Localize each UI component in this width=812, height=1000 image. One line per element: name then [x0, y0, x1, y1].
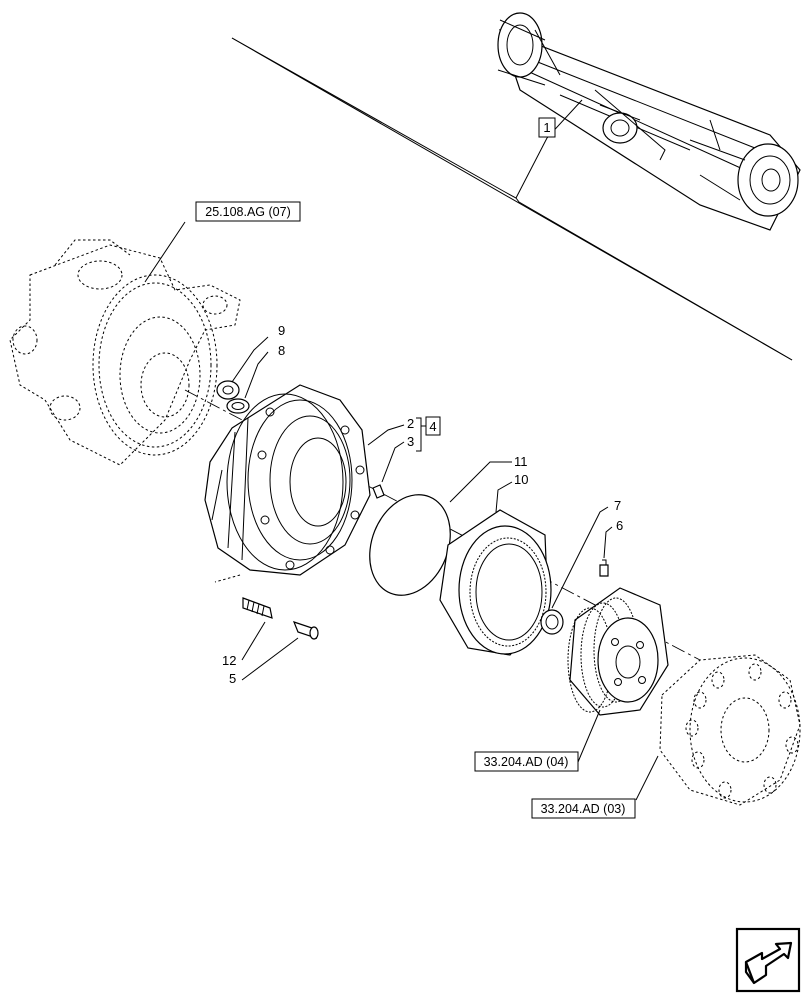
ring-gear-part-10 — [439, 509, 552, 656]
planetary-carrier-reference — [567, 587, 669, 716]
ref-box-wheel-hub — [531, 798, 636, 819]
ref-box-steering-knuckle — [195, 201, 301, 222]
callout-11: 11 — [514, 454, 528, 469]
o-ring-part-11 — [369, 494, 451, 596]
axle-assembly-illustration — [231, 12, 801, 361]
callout-box-1 — [538, 117, 556, 138]
callout-7: 7 — [614, 498, 621, 513]
plug-part-9 — [216, 380, 240, 400]
seal-ring-part-8 — [226, 398, 250, 414]
callout-12: 12 — [222, 653, 236, 668]
callout-3: 3 — [407, 434, 414, 449]
ref-wheel-hub: 33.204.AD (03) — [541, 802, 626, 816]
callout-9: 9 — [278, 323, 285, 338]
next-page-arrow-icon[interactable] — [735, 927, 801, 993]
callout-2: 2 — [407, 416, 414, 431]
stud-part-12 — [242, 597, 273, 619]
steering-knuckle-reference — [9, 239, 241, 466]
ref-planetary-carrier: 33.204.AD (04) — [484, 755, 569, 769]
pin-part-5 — [292, 621, 319, 640]
callout-box-4 — [425, 416, 441, 436]
housing-part-2 — [204, 384, 371, 576]
callout-4: 4 — [429, 419, 436, 434]
fitting-part-6 — [599, 559, 609, 577]
callout-1: 1 — [543, 120, 550, 135]
wheel-hub-reference — [659, 654, 801, 806]
view-divider-line — [231, 37, 793, 361]
callout-10: 10 — [514, 472, 528, 487]
callout-6: 6 — [616, 518, 623, 533]
thrust-washer — [540, 609, 564, 635]
dowel-pin-part-3 — [372, 484, 385, 499]
callout-5: 5 — [229, 671, 236, 686]
ref-steering-knuckle: 25.108.AG (07) — [205, 205, 290, 219]
ref-box-planetary-carrier — [474, 751, 579, 772]
callout-8: 8 — [278, 343, 285, 358]
